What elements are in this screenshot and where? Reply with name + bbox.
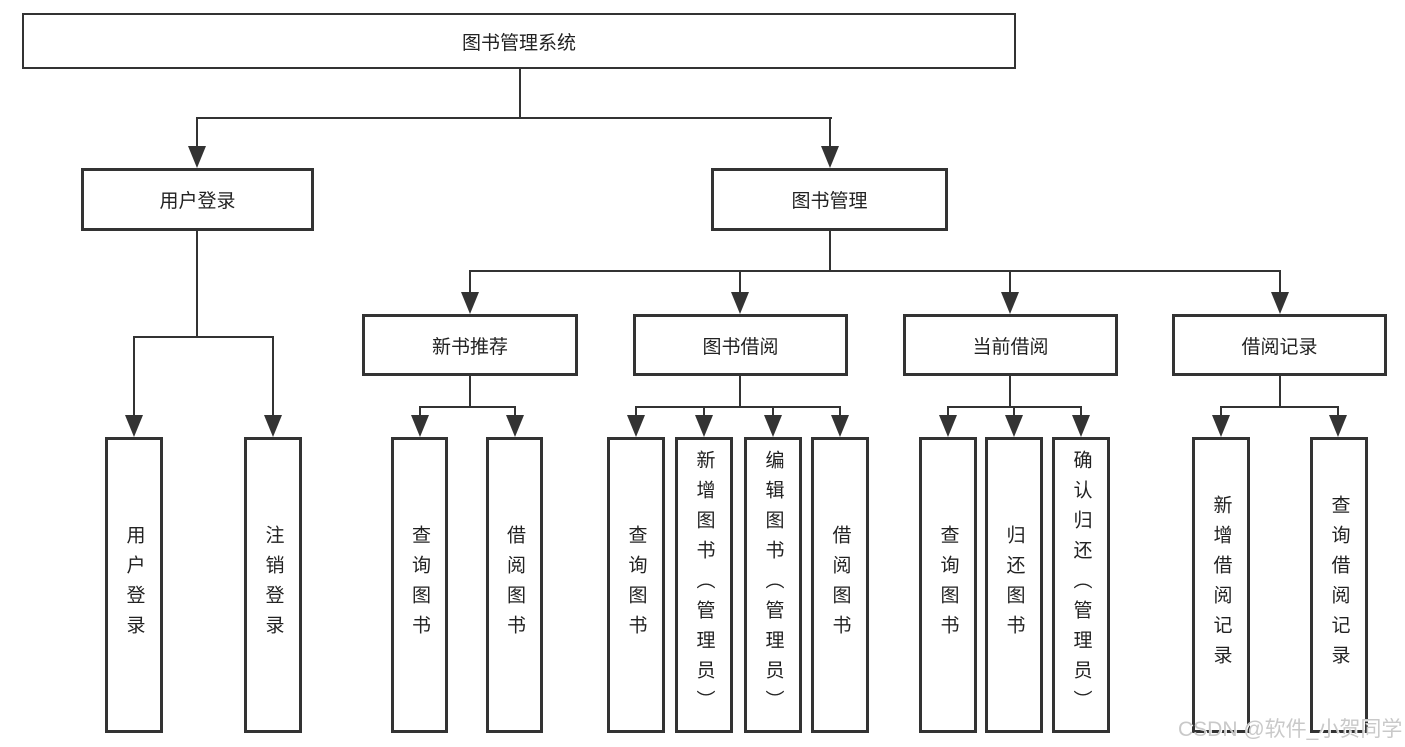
connector-line xyxy=(469,270,471,295)
arrow-down-icon xyxy=(731,292,749,314)
node-leaf-query-books-recommend: 查询图书 xyxy=(391,437,448,733)
node-leaf-borrow-books-recommend-label: 借阅图书 xyxy=(504,525,525,645)
connector-line xyxy=(739,376,741,408)
node-leaf-logout-label: 注销登录 xyxy=(262,525,284,645)
node-book-borrowing: 图书借阅 xyxy=(633,314,848,376)
arrow-down-icon xyxy=(821,146,839,168)
node-leaf-borrow-books-recommend: 借阅图书 xyxy=(486,437,543,733)
node-current-borrowing: 当前借阅 xyxy=(903,314,1118,376)
connector-line xyxy=(829,117,831,149)
node-leaf-borrow-books-borrowing-label: 借阅图书 xyxy=(829,525,851,645)
connector-line xyxy=(772,406,774,418)
connector-line xyxy=(1009,270,1011,295)
connector-line xyxy=(635,406,841,408)
node-book-management: 图书管理 xyxy=(711,168,948,231)
node-leaf-add-book-admin-label: 新增图书（管理员） xyxy=(693,450,715,720)
connector-line xyxy=(514,406,516,418)
node-root: 图书管理系统 xyxy=(22,13,1016,69)
arrow-down-icon xyxy=(627,415,645,437)
node-leaf-query-books-borrowing: 查询图书 xyxy=(607,437,665,733)
node-leaf-logout: 注销登录 xyxy=(244,437,302,733)
connector-line xyxy=(829,231,831,272)
node-leaf-add-book-admin: 新增图书（管理员） xyxy=(675,437,733,733)
node-borrow-records: 借阅记录 xyxy=(1172,314,1387,376)
node-leaf-confirm-return-admin-label: 确认归还（管理员） xyxy=(1070,450,1092,720)
watermark-text: CSDN @软件_小贺同学 xyxy=(1178,718,1403,741)
node-root-label: 图书管理系统 xyxy=(461,32,576,54)
arrow-down-icon xyxy=(1329,415,1347,437)
node-leaf-query-books-borrowing-label: 查询图书 xyxy=(625,525,647,645)
connector-line xyxy=(419,406,516,408)
arrow-down-icon xyxy=(1072,415,1090,437)
node-user-login-label: 用户登录 xyxy=(159,191,236,212)
node-leaf-user-login-label: 用户登录 xyxy=(123,525,145,645)
node-book-borrowing-label: 图书借阅 xyxy=(702,336,779,358)
arrow-down-icon xyxy=(264,415,282,437)
connector-line xyxy=(703,406,705,418)
arrow-down-icon xyxy=(506,415,524,437)
arrow-down-icon xyxy=(125,415,143,437)
node-leaf-query-books-current: 查询图书 xyxy=(919,437,977,733)
node-new-book-recommend-label: 新书推荐 xyxy=(431,336,508,358)
connector-line xyxy=(196,117,832,119)
arrow-down-icon xyxy=(1271,292,1289,314)
connector-line xyxy=(635,406,637,418)
node-new-book-recommend: 新书推荐 xyxy=(362,314,578,376)
arrow-down-icon xyxy=(461,292,479,314)
connector-line xyxy=(1337,406,1339,418)
connector-line xyxy=(469,270,1281,272)
node-leaf-return-book: 归还图书 xyxy=(985,437,1043,733)
arrow-down-icon xyxy=(1005,415,1023,437)
connector-line xyxy=(1220,406,1222,418)
node-current-borrowing-label: 当前借阅 xyxy=(972,336,1049,358)
node-leaf-query-borrow-record: 查询借阅记录 xyxy=(1310,437,1368,733)
connector-line xyxy=(196,231,198,338)
node-leaf-confirm-return-admin: 确认归还（管理员） xyxy=(1052,437,1110,733)
arrow-down-icon xyxy=(831,415,849,437)
node-leaf-query-borrow-record-label: 查询借阅记录 xyxy=(1328,495,1350,675)
connector-line xyxy=(1080,406,1082,418)
node-leaf-user-login: 用户登录 xyxy=(105,437,163,733)
node-book-management-label: 图书管理 xyxy=(791,191,868,212)
connector-line xyxy=(419,406,421,418)
node-user-login: 用户登录 xyxy=(81,168,314,231)
node-leaf-add-borrow-record-label: 新增借阅记录 xyxy=(1210,495,1232,675)
connector-line xyxy=(196,117,198,149)
node-borrow-records-label: 借阅记录 xyxy=(1241,336,1318,358)
node-leaf-query-books-current-label: 查询图书 xyxy=(937,525,959,645)
arrow-down-icon xyxy=(939,415,957,437)
arrow-down-icon xyxy=(695,415,713,437)
arrow-down-icon xyxy=(188,146,206,168)
node-leaf-return-book-label: 归还图书 xyxy=(1003,525,1025,645)
connector-line xyxy=(947,406,949,418)
connector-line xyxy=(133,336,135,418)
connector-line xyxy=(1279,376,1281,408)
connector-line xyxy=(1279,270,1281,295)
arrow-down-icon xyxy=(1001,292,1019,314)
connector-line xyxy=(133,336,274,338)
node-leaf-edit-book-admin-label: 编辑图书（管理员） xyxy=(762,450,784,720)
node-leaf-add-borrow-record: 新增借阅记录 xyxy=(1192,437,1250,733)
node-leaf-query-books-recommend-label: 查询图书 xyxy=(409,525,430,645)
arrow-down-icon xyxy=(764,415,782,437)
node-leaf-edit-book-admin: 编辑图书（管理员） xyxy=(744,437,802,733)
connector-line xyxy=(272,336,274,418)
arrow-down-icon xyxy=(1212,415,1230,437)
connector-line xyxy=(739,270,741,295)
connector-line xyxy=(519,69,521,119)
connector-line xyxy=(839,406,841,418)
connector-line xyxy=(1013,406,1015,418)
connector-line xyxy=(469,376,471,408)
connector-line xyxy=(1009,376,1011,408)
node-leaf-borrow-books-borrowing: 借阅图书 xyxy=(811,437,869,733)
arrow-down-icon xyxy=(411,415,429,437)
connector-line xyxy=(1220,406,1339,408)
